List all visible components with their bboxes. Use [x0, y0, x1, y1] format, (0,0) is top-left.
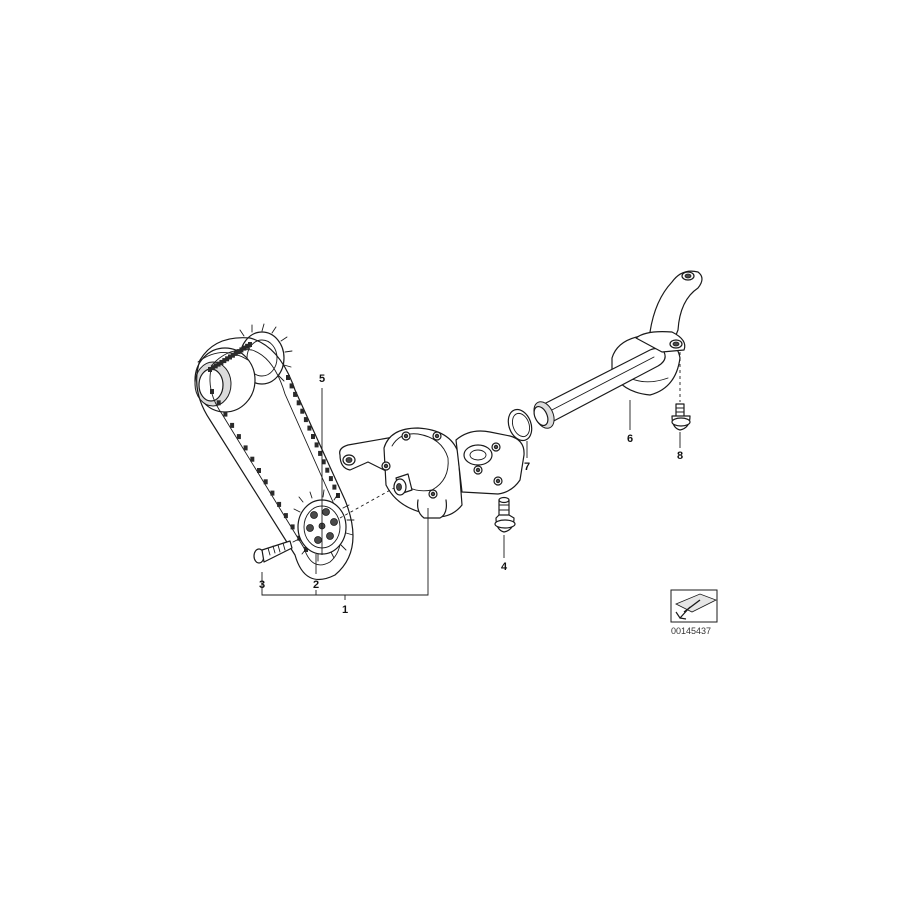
- suction-pipe[interactable]: [530, 270, 703, 431]
- upper-sprocket: [194, 323, 293, 413]
- callout-2[interactable]: 2: [313, 579, 319, 591]
- o-ring[interactable]: [504, 406, 536, 444]
- chain-link: [336, 493, 340, 498]
- chain-link: [222, 358, 227, 364]
- chain-link: [219, 359, 224, 365]
- reference-number: 00145437: [671, 626, 711, 636]
- chain-link: [208, 367, 212, 372]
- chain-link: [263, 479, 268, 485]
- chain-link: [216, 400, 221, 406]
- chain-link: [321, 459, 326, 465]
- strainer-bolt[interactable]: [671, 403, 691, 431]
- chain-link: [216, 361, 221, 367]
- chain-link: [233, 350, 238, 356]
- chain-link: [286, 375, 290, 380]
- oil-pump[interactable]: [339, 427, 525, 519]
- chain-link: [223, 411, 228, 417]
- chain-link: [290, 524, 295, 530]
- chain-link: [225, 356, 230, 362]
- callout-3[interactable]: 3: [259, 579, 265, 591]
- chain-link: [289, 383, 294, 389]
- chain-link: [242, 345, 247, 351]
- callout-5[interactable]: 5: [319, 373, 325, 385]
- pump-bolt[interactable]: [494, 496, 516, 533]
- chain-link: [236, 434, 241, 440]
- chain-link: [248, 342, 252, 347]
- chain-link: [328, 476, 333, 482]
- chain-link: [210, 389, 214, 394]
- chain-link: [213, 363, 218, 369]
- chain-link: [318, 450, 323, 456]
- chain-link: [257, 468, 261, 473]
- chain-link: [332, 484, 337, 490]
- arrow-orientation-icon: [670, 589, 718, 623]
- chain-link: [296, 400, 301, 406]
- chain-link: [239, 347, 244, 353]
- callouts: 5 2 3 1 4 7 6 8: [259, 373, 683, 616]
- chain-link: [277, 501, 282, 507]
- callout-1[interactable]: 1: [342, 604, 348, 616]
- sprocket-bolt[interactable]: [253, 540, 293, 564]
- chain-link: [311, 434, 315, 439]
- callout-8[interactable]: 8: [677, 450, 683, 462]
- chain-link: [230, 352, 235, 358]
- chain-link: [325, 467, 330, 473]
- chain-link: [283, 513, 288, 519]
- chain-link: [270, 490, 275, 496]
- chain-link: [245, 343, 250, 349]
- chain-link: [210, 365, 215, 371]
- chain-link: [307, 425, 312, 431]
- chain-link: [300, 408, 305, 414]
- chain-link: [230, 422, 235, 428]
- leader-lines: [261, 352, 681, 600]
- chain-link: [243, 445, 248, 451]
- chain-link: [314, 442, 319, 448]
- chain-link: [236, 349, 241, 355]
- chain-link: [303, 417, 308, 423]
- callout-7[interactable]: 7: [524, 461, 530, 473]
- callout-4[interactable]: 4: [501, 561, 508, 573]
- chain-link: [228, 354, 232, 360]
- callout-6[interactable]: 6: [627, 433, 633, 445]
- chain-link: [250, 456, 255, 462]
- chain-link: [293, 391, 298, 397]
- drive-chain-assembly[interactable]: [194, 323, 355, 580]
- chain-link: [297, 535, 302, 541]
